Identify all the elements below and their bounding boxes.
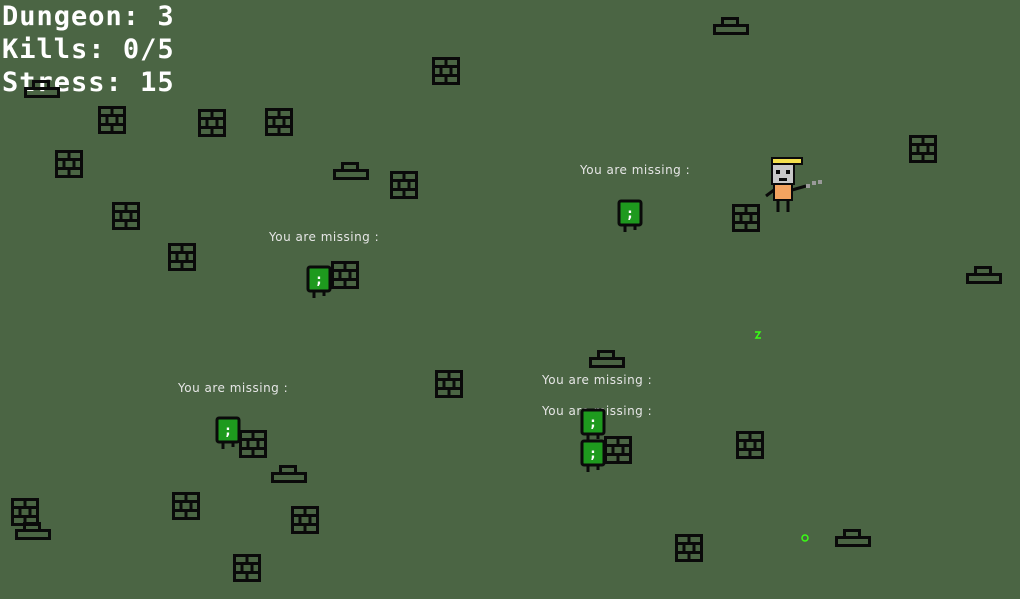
rubble-slab [835, 529, 871, 547]
brick-wall-block [675, 534, 703, 562]
missing-message: You are missing : [269, 230, 380, 244]
kills-label: Kills: [2, 34, 106, 65]
player-character[interactable] [762, 156, 830, 216]
enemy-symbol: ; [589, 446, 597, 462]
semicolon-enemy[interactable]: ; [580, 408, 606, 442]
missing-message: You are missing : [178, 381, 289, 395]
enemy-symbol: ; [224, 423, 232, 439]
brick-wall-block [198, 109, 226, 137]
brick-wall-block [604, 436, 632, 464]
brick-wall-block [331, 261, 359, 289]
rubble-slab [713, 17, 749, 35]
brick-wall-block [909, 135, 937, 163]
rubble-slab [271, 465, 307, 483]
brick-wall-block [732, 204, 760, 232]
stress-value: 15 [140, 67, 175, 98]
hud-stress-meter: Stress: 15 [2, 68, 175, 98]
brick-wall-block [265, 108, 293, 136]
rubble-slab [589, 350, 625, 368]
brick-wall-block [239, 430, 267, 458]
rubble-slab [333, 162, 369, 180]
brick-wall-block [55, 150, 83, 178]
brick-wall-block [168, 243, 196, 271]
enemy-symbol: ; [589, 415, 597, 431]
hud-dungeon-level: Dungeon: 3 [2, 2, 175, 32]
semicolon-enemy[interactable]: ; [617, 199, 643, 233]
brick-wall-block [112, 202, 140, 230]
brick-wall-block [233, 554, 261, 582]
brick-wall-block [291, 506, 319, 534]
enemy-symbol: ; [626, 206, 634, 222]
brick-wall-block [432, 57, 460, 85]
semicolon-enemy[interactable]: ; [306, 265, 332, 299]
brick-wall-block [98, 106, 126, 134]
semicolon-enemy[interactable]: ; [580, 439, 606, 473]
green-ring-icon [801, 534, 809, 542]
hud-kills-counter: Kills: 0/5 [2, 35, 175, 65]
brick-wall-block [172, 492, 200, 520]
rubble-slab [24, 80, 60, 98]
missing-message: You are missing : [542, 373, 653, 387]
rubble-slab [15, 522, 51, 540]
brick-wall-block [435, 370, 463, 398]
dungeon-value: 3 [157, 1, 175, 32]
brick-wall-block [736, 431, 764, 459]
brick-wall-block [390, 171, 418, 199]
rubble-slab [966, 266, 1002, 284]
missing-message: You are missing : [580, 163, 691, 177]
stress-label: Stress: [2, 67, 123, 98]
semicolon-enemy[interactable]: ; [215, 416, 241, 450]
enemy-symbol: ; [315, 272, 323, 288]
kills-value: 0/5 [122, 34, 175, 65]
green-pickup-icon [754, 331, 762, 339]
dungeon-label: Dungeon: [2, 1, 141, 32]
